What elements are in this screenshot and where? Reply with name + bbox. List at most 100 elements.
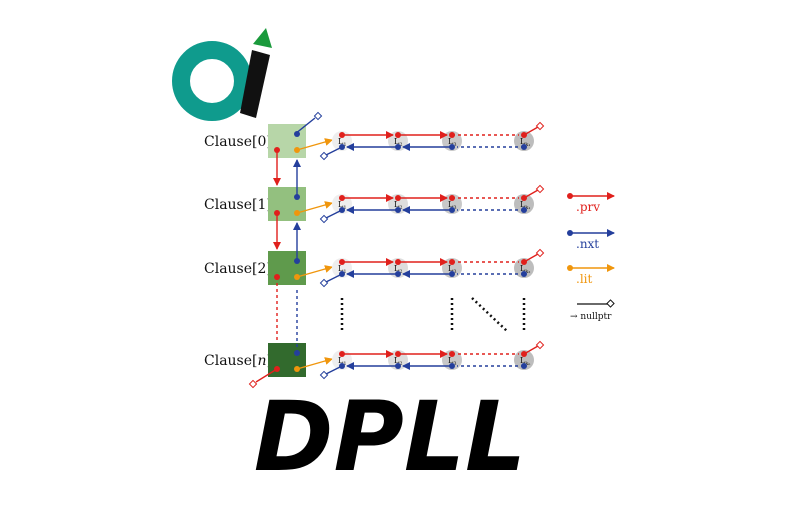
clause-nxt-to-null	[294, 117, 316, 135]
literal-label: L2	[394, 137, 403, 148]
clause-index: 1	[258, 197, 267, 213]
literal-label: L3	[448, 200, 457, 211]
literal-label: L2	[394, 200, 403, 211]
literal-node: L1	[332, 194, 352, 214]
legend-nxt-label: .nxt	[576, 237, 599, 251]
nxt-to-null	[325, 209, 343, 219]
literal-label: L1	[338, 264, 347, 275]
clause-nxt-nullptr	[313, 111, 323, 121]
lit-arrow	[296, 138, 333, 151]
clause-links	[248, 111, 323, 389]
prv-to-null	[523, 345, 539, 355]
literal-label: L3	[448, 356, 457, 367]
prv-to-null	[523, 126, 539, 136]
logo	[172, 28, 272, 121]
literal-node: L3	[442, 131, 462, 151]
clause-index: n	[258, 353, 267, 369]
literal-node: L3	[442, 258, 462, 278]
prv-to-null	[523, 189, 539, 199]
prv-nullptr-marker	[535, 184, 545, 194]
lit-arrow	[296, 201, 333, 214]
literal-sub: k₂	[525, 269, 530, 275]
literal-letter: L	[520, 137, 526, 146]
literal-letter: L	[338, 137, 344, 146]
legend-nullptr: → nullptr	[570, 299, 615, 322]
legend-nullptr-label: → nullptr	[570, 312, 612, 322]
prv-nullptr-marker	[535, 248, 545, 258]
nxt-nullptr-marker	[319, 370, 329, 380]
literal-sub: 2	[399, 142, 402, 148]
literal-sub: 2	[399, 269, 402, 275]
clause-prv-nullptr	[248, 379, 258, 389]
literal-node: L1	[332, 131, 352, 151]
literal-node: Lk₁	[514, 131, 534, 151]
literal-node: L1	[332, 350, 352, 370]
literal-label: L3	[448, 264, 457, 275]
literal-letter: L	[520, 264, 526, 273]
literal-letter: L	[448, 264, 454, 273]
legend-nxt: .nxt	[567, 229, 615, 251]
literal-sub: 2	[399, 361, 402, 367]
nxt-nullptr-marker	[319, 151, 329, 161]
prv-to-null	[523, 253, 539, 263]
clause-label: Clause[n]	[204, 353, 272, 369]
literal-letter: L	[520, 200, 526, 209]
literal-node: L3	[442, 194, 462, 214]
legend-lit-label: .lit	[576, 272, 592, 286]
logo-pen-icon	[240, 50, 270, 118]
prv-nullptr-marker	[535, 121, 545, 131]
literal-sub: 3	[453, 205, 456, 211]
clause-box	[268, 251, 306, 285]
literal-node: L2	[388, 350, 408, 370]
literal-letter: L	[448, 200, 454, 209]
legend-prv: .prv	[567, 192, 615, 214]
literal-label: Lk₁	[520, 200, 530, 211]
clause-rows: Clause[0]L1L2L3Lk₁Clause[1]L1L2L3Lk₁Clau…	[204, 121, 545, 380]
literal-sub: 2	[399, 205, 402, 211]
literal-letter: L	[394, 200, 400, 209]
clause-prv-to-null	[255, 368, 278, 383]
literal-sub: 1	[343, 361, 346, 367]
clause-label: Clause[2]	[204, 261, 272, 277]
clause-label: Clause[1]	[204, 197, 272, 213]
literal-node: Lk₁	[514, 194, 534, 214]
diagonal-ellipsis	[471, 297, 509, 333]
literal-label: L2	[394, 356, 403, 367]
literal-sub: kₙ	[525, 361, 530, 367]
literal-label: L2	[394, 264, 403, 275]
literal-sub: 3	[453, 361, 456, 367]
logo-pen-tip-icon	[253, 28, 272, 48]
nxt-to-null	[325, 146, 343, 156]
literal-label: Lk₁	[520, 137, 530, 148]
literal-circle	[514, 258, 534, 278]
literal-letter: L	[394, 137, 400, 146]
literal-letter: L	[338, 356, 344, 365]
literal-letter: L	[448, 356, 454, 365]
logo-ring	[172, 41, 252, 121]
literal-letter: L	[394, 264, 400, 273]
vertical-ellipsis-group	[340, 297, 526, 333]
legend-lit: .lit	[567, 264, 615, 286]
clause-box	[268, 343, 306, 377]
literal-label: Lk₂	[520, 264, 530, 275]
literal-node: L2	[388, 194, 408, 214]
lit-arrow	[296, 265, 333, 278]
literal-node: Lkₙ	[514, 350, 534, 370]
legend-prv-label: .prv	[576, 200, 600, 214]
nxt-to-null	[325, 273, 343, 283]
clause-nxt-dot	[294, 131, 300, 137]
legend: .prv .nxt .lit → nullptr	[567, 192, 615, 322]
literal-letter: L	[338, 200, 344, 209]
literal-letter: L	[338, 264, 344, 273]
literal-sub: 1	[343, 269, 346, 275]
literal-sub: k₁	[525, 142, 530, 148]
literal-sub: 1	[343, 142, 346, 148]
literal-sub: 3	[453, 269, 456, 275]
literal-label: L1	[338, 137, 347, 148]
literal-node: L1	[332, 258, 352, 278]
prv-nullptr-marker	[535, 340, 545, 350]
clause-index: 0	[258, 134, 267, 150]
